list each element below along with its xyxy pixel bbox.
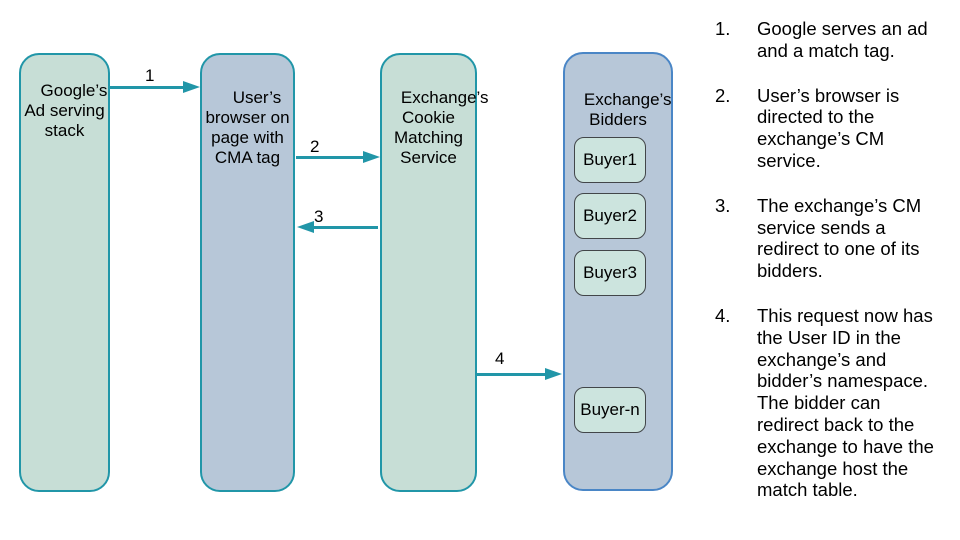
step-text: Google serves an ad and a match tag. <box>757 18 928 61</box>
step-number: 4. <box>715 304 731 326</box>
step-text: The exchange’s CM service sends a redire… <box>757 194 922 282</box>
step-item-3: 3. The exchange’s CM service sends a red… <box>715 195 957 282</box>
buyer-label: Buyer-n <box>580 400 640 419</box>
node-label: Exchange’s Cookie Matching Service <box>394 88 489 167</box>
step-number: 2. <box>715 84 731 106</box>
step-item-4: 4. This request now has the User ID in t… <box>715 305 957 501</box>
arrowhead-right-icon <box>545 368 562 380</box>
buyer-box-2: Buyer2 <box>574 193 646 239</box>
step-item-1: 1. Google serves an ad and a match tag. <box>715 18 957 62</box>
node-user-browser: User’s browser on page with CMA tag <box>200 53 295 492</box>
step-text: This request now has the User ID in the … <box>757 304 934 501</box>
arrow-step-3 <box>297 221 378 233</box>
arrow-shaft <box>296 155 365 159</box>
arrow-step-2 <box>296 151 380 163</box>
buyer-box-1: Buyer1 <box>574 137 646 183</box>
steps-list: 1. Google serves an ad and a match tag. … <box>715 18 957 524</box>
buyer-label: Buyer3 <box>583 263 637 282</box>
arrow-shaft <box>110 85 185 89</box>
step-number: 1. <box>715 18 731 39</box>
arrow-shaft <box>477 372 547 376</box>
arrow-label-2: 2 <box>310 137 320 156</box>
step-number: 3. <box>715 194 731 216</box>
buyer-label: Buyer2 <box>583 206 637 225</box>
buyer-box-n: Buyer-n <box>574 387 646 433</box>
arrow-label-1: 1 <box>145 66 155 85</box>
arrowhead-right-icon <box>363 151 380 163</box>
buyer-box-3: Buyer3 <box>574 250 646 296</box>
arrow-step-4 <box>477 368 562 380</box>
arrowhead-left-icon <box>297 221 314 233</box>
arrow-label-3: 3 <box>314 207 324 226</box>
arrow-step-1 <box>110 81 200 93</box>
arrow-shaft <box>312 225 378 229</box>
node-label: Exchange’s Bidders <box>583 90 672 129</box>
arrow-label-4: 4 <box>495 349 505 368</box>
node-cookie-matching-service: Exchange’s Cookie Matching Service <box>380 53 489 492</box>
buyer-label: Buyer1 <box>583 150 637 169</box>
arrowhead-right-icon <box>183 81 200 93</box>
node-google-ad-serving-stack: Google’s Ad serving stack <box>19 53 110 492</box>
node-label: User’s browser on page with CMA tag <box>205 88 290 167</box>
step-item-2: 2. User’s browser is directed to the exc… <box>715 85 957 172</box>
step-text: User’s browser is directed to the exchan… <box>757 84 900 171</box>
node-label: Google’s Ad serving stack <box>24 81 108 140</box>
